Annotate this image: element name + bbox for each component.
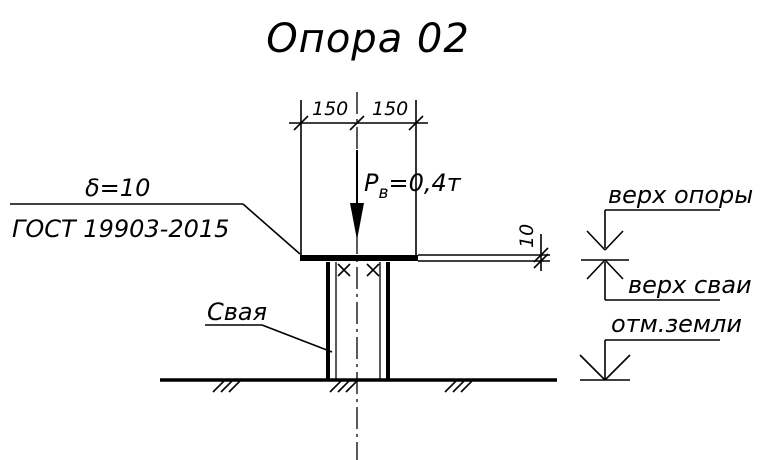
pile [326, 262, 390, 380]
width-dimension: 150 150 [289, 98, 428, 258]
load-subscript: в [378, 183, 388, 203]
dimension-right-150: 150 [372, 98, 408, 120]
load-value: =0,4т [389, 169, 462, 197]
load-symbol: P [364, 169, 379, 197]
elevation-ground-label: отм.земли [611, 310, 742, 338]
elevation-top-support-label: верх опоры [608, 181, 753, 209]
pile-label: Свая [207, 298, 267, 326]
load-label: Pв=0,4т [364, 169, 462, 203]
ground-hatching [212, 379, 474, 393]
load-arrow [350, 150, 364, 240]
plate-gost-note: ГОСТ 19903-2015 [12, 215, 229, 243]
drawing-title: Опора 02 [266, 16, 470, 62]
plate-thickness-dimension: 10 [418, 224, 550, 271]
plate-note-leader [10, 203, 301, 255]
elevation-marks [579, 209, 720, 381]
dimension-left-150: 150 [312, 98, 348, 120]
dimension-plate-10: 10 [516, 224, 538, 248]
plate-thickness-note: δ=10 [85, 174, 150, 202]
elevation-top-pile-label: верх сваи [628, 271, 752, 299]
pile-label-leader [205, 324, 333, 353]
